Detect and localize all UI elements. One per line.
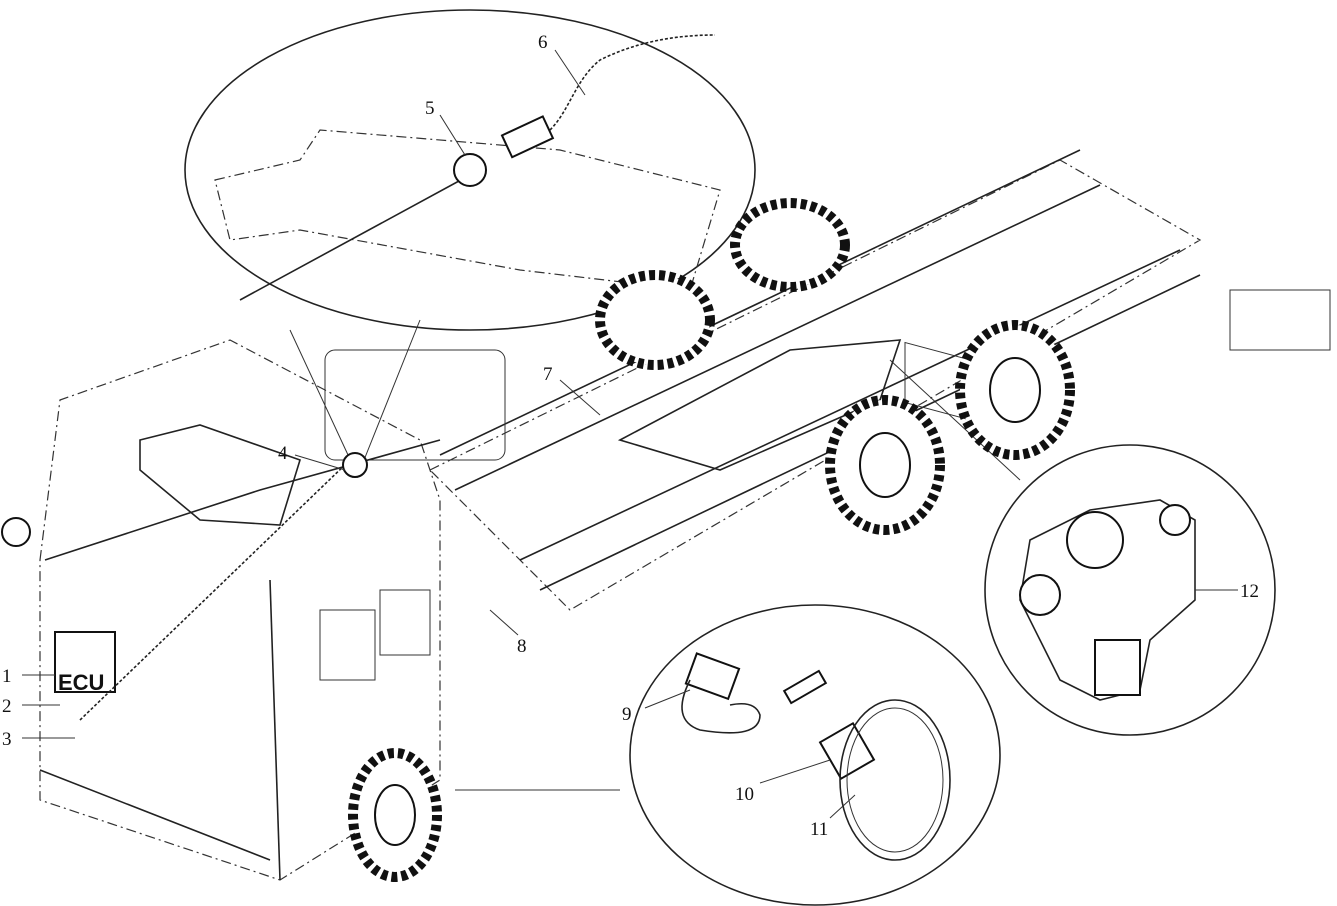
ecu-box [54, 631, 116, 693]
wheels [348, 198, 1075, 882]
truck-cab: ECU [1, 339, 441, 881]
valve-detail [1019, 499, 1196, 701]
callout-11: 11 [810, 819, 828, 840]
callout-7: 7 [543, 364, 553, 385]
callout-1: 1 [2, 666, 12, 687]
callout-3: 3 [2, 729, 12, 750]
detail-bubble-connector [184, 9, 756, 331]
sensor-detail [681, 652, 951, 861]
callout-8: 8 [517, 636, 527, 657]
leader-lines [22, 49, 1238, 819]
callout-10: 10 [735, 784, 754, 805]
callout-2: 2 [2, 696, 12, 717]
connector-detail [214, 34, 721, 301]
detail-bubble-sensor [629, 604, 1001, 906]
callout-12: 12 [1240, 581, 1259, 602]
ecu-label: ECU [58, 670, 104, 695]
callout-9: 9 [622, 704, 632, 725]
detail-bubble-valve [984, 444, 1276, 736]
callout-5: 5 [425, 98, 435, 119]
callout-4: 4 [278, 443, 288, 464]
callout-6: 6 [538, 32, 548, 53]
